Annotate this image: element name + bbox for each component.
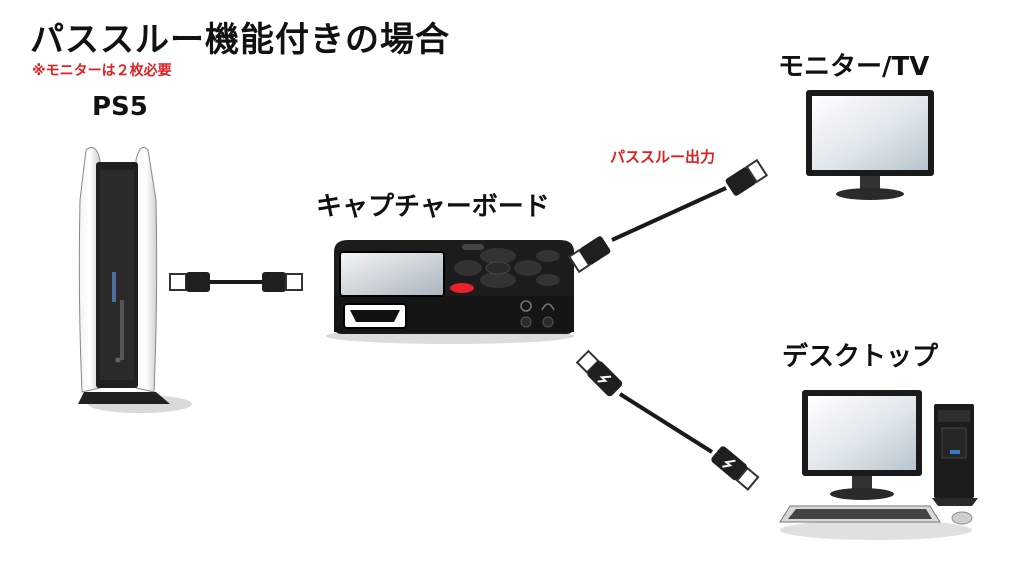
- monitor-label: モニター/TV: [778, 52, 930, 82]
- ps5-label: PS5: [92, 92, 148, 122]
- capture-board-label: キャプチャーボード: [316, 192, 550, 222]
- passthrough-output-label: パススルー出力: [610, 148, 716, 166]
- ps5-console-icon: [78, 147, 192, 413]
- usb-cable-icon: [575, 349, 760, 491]
- capture-board-icon: [326, 240, 574, 344]
- desktop-pc-icon: [779, 390, 978, 540]
- hdmi-cable-icon: [169, 272, 303, 292]
- monitor-icon: [806, 90, 934, 200]
- monitor-count-note: ※モニターは２枚必要: [32, 63, 172, 79]
- diagram-title: パススルー機能付きの場合: [30, 20, 450, 60]
- desktop-label: デスクトップ: [782, 342, 939, 372]
- hdmi-cable-icon: [567, 158, 769, 274]
